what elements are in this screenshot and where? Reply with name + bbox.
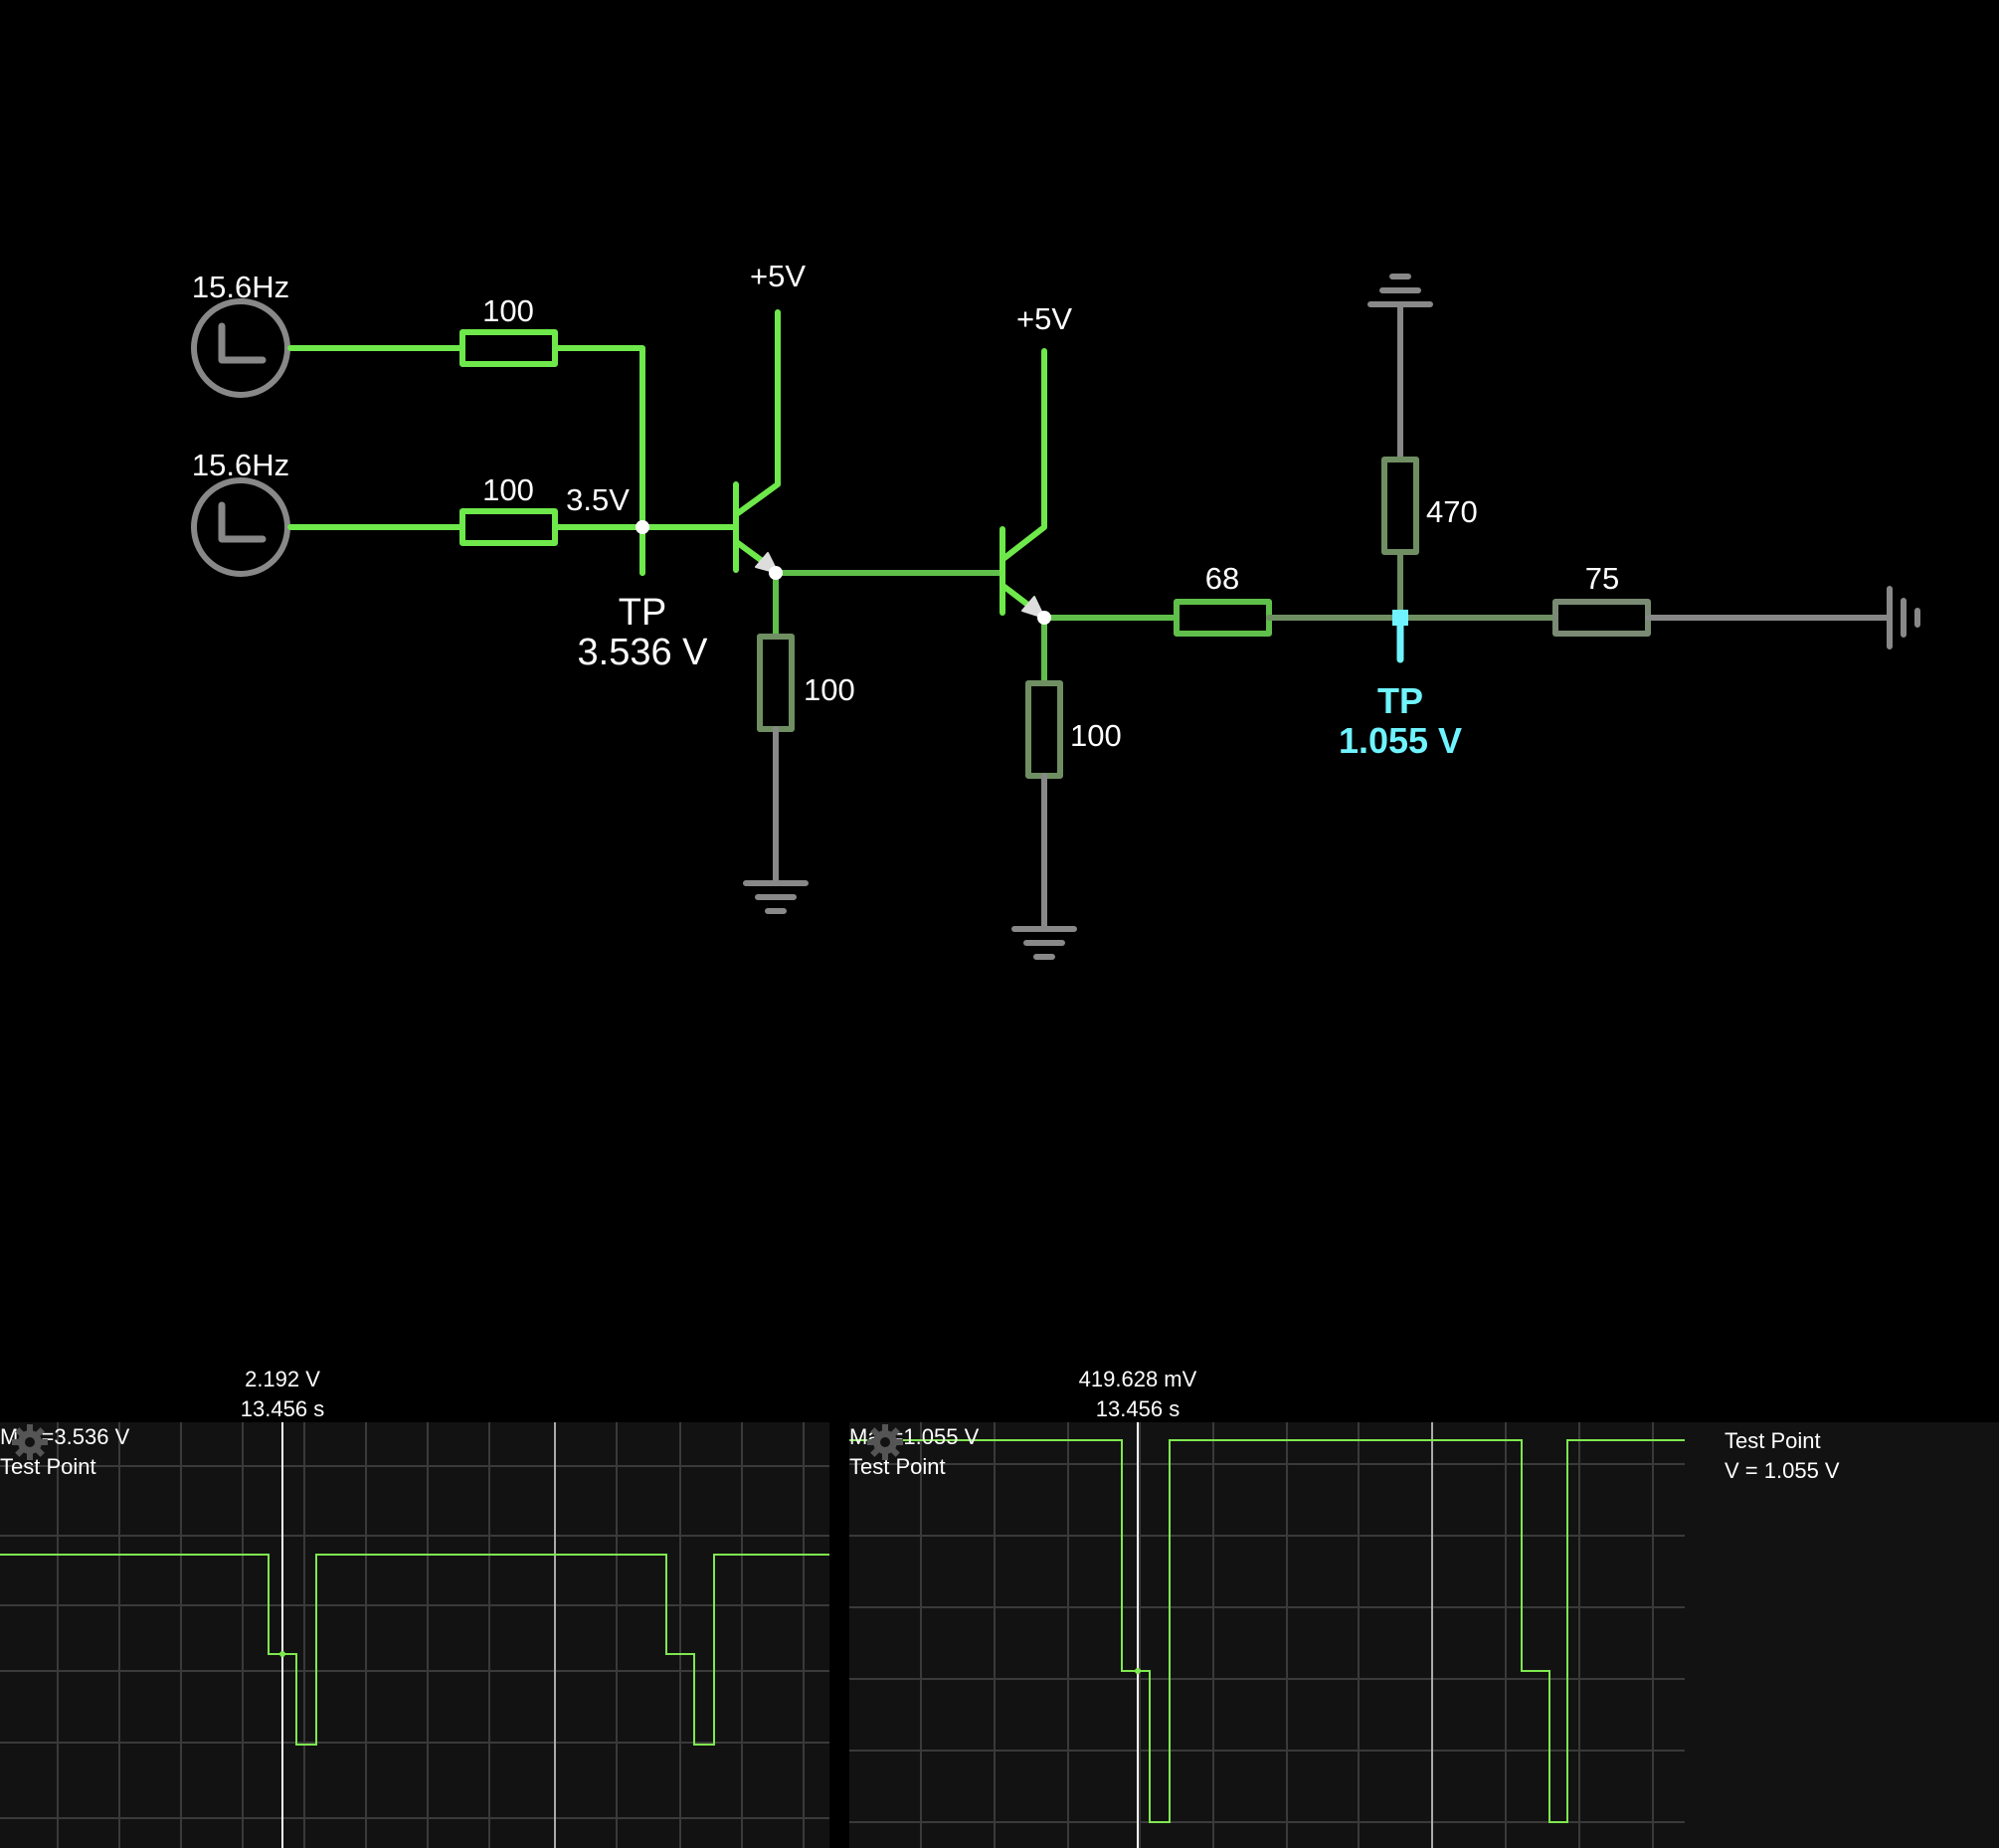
info-panel-background (1685, 1422, 1999, 1848)
resistor-input-2-label: 100 (482, 472, 534, 507)
gear-icon[interactable] (865, 1422, 905, 1462)
scope-1-waveform (0, 1554, 829, 1746)
info-panel-value: V = 1.055 V (1725, 1458, 1840, 1483)
circuit-canvas[interactable]: 15.6Hz 15.6Hz 100 100 3.5V +5V +5V 100 1… (0, 0, 1999, 1363)
resistor-series[interactable] (1174, 599, 1272, 637)
scope-1-name-label: Test Point (0, 1454, 96, 1479)
scope-2-cursor-readout: 419.628 mV 13.456 s (1058, 1365, 1217, 1424)
test-point-2-name[interactable]: TP (1377, 680, 1423, 721)
ground-1 (743, 880, 809, 914)
transistor-2[interactable] (1000, 348, 1047, 619)
resistor-load[interactable] (1552, 599, 1651, 637)
resistor-pull[interactable] (1381, 457, 1419, 555)
source-2-frequency-label: 15.6Hz (192, 448, 289, 482)
scope-2-cursor-voltage: 419.628 mV (1078, 1367, 1197, 1391)
scope-1-cursor-time: 13.456 s (240, 1396, 325, 1421)
node-voltage-label: 3.5V (566, 482, 630, 517)
scope-1[interactable]: Max=3.536 V Test Point (0, 1422, 829, 1848)
scope-2-waveform (849, 1439, 1685, 1823)
source-1-frequency-label: 15.6Hz (192, 270, 289, 304)
junction-dot-emitter2 (1037, 611, 1051, 625)
square-wave-source-2[interactable] (191, 477, 290, 577)
resistor-emitter-1-label: 100 (804, 672, 855, 707)
resistor-series-label: 68 (1205, 561, 1239, 596)
transistor-1[interactable] (733, 309, 781, 574)
resistor-emitter-2[interactable] (1025, 680, 1063, 779)
wire-input-1[interactable] (287, 345, 645, 576)
scope-1-cursor-dot (279, 1651, 285, 1657)
info-panel-title: Test Point (1725, 1428, 1821, 1453)
resistor-input-1[interactable] (459, 329, 558, 367)
scope-2-cursor-time: 13.456 s (1095, 1396, 1181, 1421)
supply-2-label: +5V (1016, 301, 1072, 336)
resistor-input-2[interactable] (459, 508, 558, 546)
resistor-emitter-2-label: 100 (1070, 718, 1122, 753)
test-point-2-node-marker[interactable] (1392, 610, 1408, 626)
gear-icon[interactable] (10, 1422, 50, 1462)
scope-2[interactable]: Max=1.055 V Test Point (849, 1422, 1685, 1848)
test-point-1-value: 3.536 V (578, 632, 709, 673)
square-wave-source-1[interactable] (191, 298, 290, 398)
resistor-emitter-1[interactable] (757, 634, 795, 732)
supply-1-label: +5V (750, 259, 806, 293)
scope-1-cursor-readout: 2.192 V 13.456 s (233, 1365, 332, 1424)
ground-2 (1011, 926, 1077, 960)
junction-dot-emitter1 (769, 566, 783, 580)
test-point-1-name[interactable]: TP (619, 592, 667, 634)
scope-2-cursor-dot (1135, 1668, 1141, 1674)
ground-4 (1887, 586, 1920, 649)
resistor-pull-label: 470 (1426, 494, 1478, 529)
scope-2-name-label: Test Point (849, 1454, 946, 1479)
info-panel: Test Point V = 1.055 V (1725, 1426, 1840, 1486)
scope-1-cursor-voltage: 2.192 V (245, 1367, 320, 1391)
resistor-input-1-label: 100 (482, 293, 534, 328)
scope-1-plot[interactable] (0, 1422, 829, 1848)
junction-dot-tp1 (636, 520, 649, 534)
resistor-load-label: 75 (1585, 561, 1619, 596)
test-point-2-value: 1.055 V (1339, 720, 1462, 761)
ground-3 (1367, 274, 1433, 307)
scope-2-plot[interactable] (849, 1422, 1685, 1848)
